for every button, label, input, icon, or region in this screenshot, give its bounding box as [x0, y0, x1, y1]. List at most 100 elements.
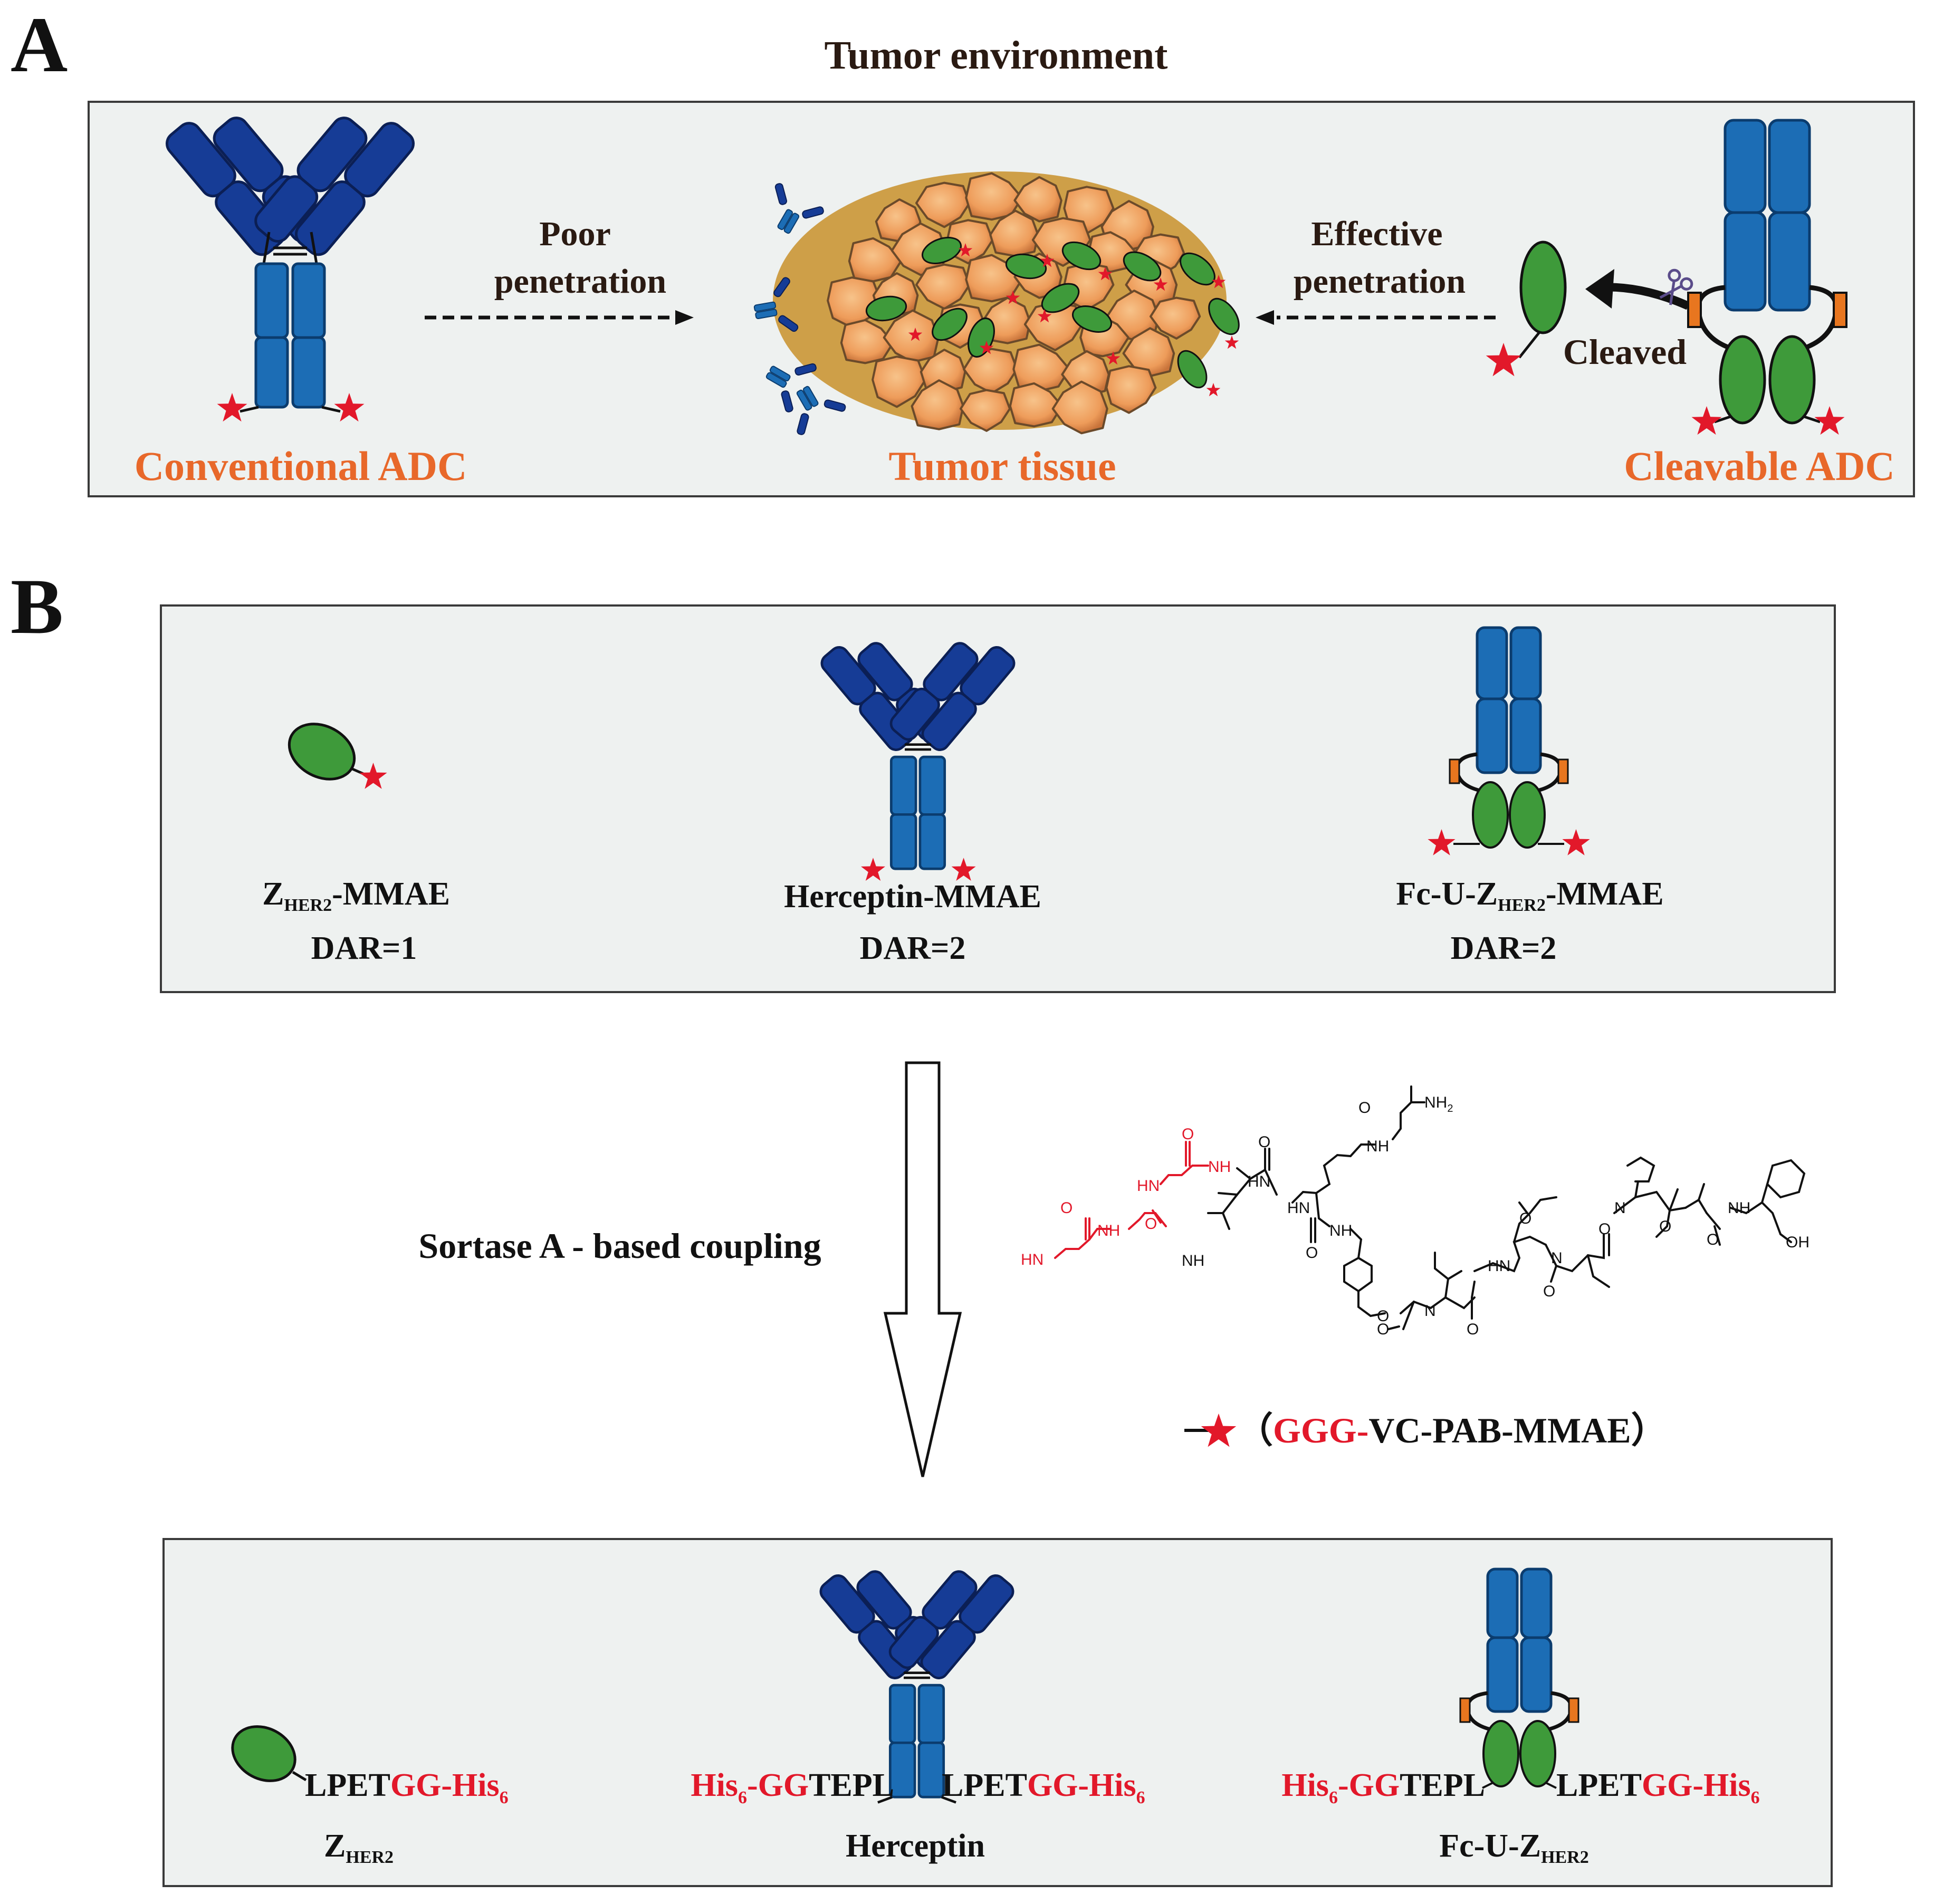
herceptin-mmae-dar: DAR=2	[860, 930, 966, 966]
svg-text:NH: NH	[1208, 1158, 1231, 1176]
tumor-cell	[872, 355, 927, 408]
poor-penetration-line2: penetration	[494, 262, 666, 301]
svg-text:O: O	[1598, 1220, 1611, 1238]
affibody-drug	[922, 237, 962, 264]
effective-penetration-arrow	[1256, 310, 1496, 325]
coupling-arrow	[883, 1061, 962, 1477]
poor-penetration-line1: Poor	[539, 215, 611, 253]
surface-antibodies	[753, 183, 846, 435]
tumor-tissue-label: Tumor tissue	[888, 443, 1116, 489]
svg-text:O: O	[1258, 1133, 1270, 1151]
fc-u-z-left-sequence: His6-GGTEPL	[1281, 1767, 1485, 1807]
herceptin-right-sequence: LPETGG-His6	[942, 1767, 1145, 1807]
panel-a-title: Tumor environment	[824, 33, 1167, 78]
z-her2-label: ZHER2	[324, 1828, 394, 1867]
small-antibody	[774, 183, 824, 234]
svg-text:NH: NH	[1366, 1138, 1389, 1155]
tumor-tissue-icon	[753, 171, 1240, 435]
svg-text:NH: NH	[1182, 1252, 1204, 1270]
coupling-label: Sortase A - based coupling	[418, 1226, 821, 1266]
svg-text:O: O	[1377, 1307, 1389, 1325]
tumor-cell	[915, 181, 971, 228]
svg-text:O: O	[1467, 1321, 1479, 1338]
z-her2-sequence: LPETGG-His6	[305, 1767, 509, 1807]
svg-text:O: O	[1060, 1199, 1073, 1217]
svg-text:O: O	[1707, 1231, 1719, 1248]
z-mmae-label: ZHER2-MMAE	[262, 876, 450, 915]
svg-text:O: O	[1519, 1210, 1531, 1227]
tumor-cell	[848, 237, 902, 283]
tumor-cell	[963, 348, 1018, 395]
svg-text:N: N	[1424, 1302, 1436, 1320]
herceptin-mmae-icon	[820, 642, 1016, 881]
cleaved-label: Cleaved	[1563, 332, 1687, 372]
affibody-drug	[932, 307, 968, 341]
tumor-cell	[1105, 365, 1157, 414]
effective-penetration-line1: Effective	[1311, 215, 1442, 253]
z-her2-icon	[231, 1725, 307, 1782]
cleavable-adc-icon	[1659, 119, 1847, 435]
affibody-drug	[1177, 350, 1208, 389]
nh2-label: NH2	[1424, 1094, 1453, 1114]
conventional-adc-label: Conventional ADC	[135, 443, 467, 489]
tumor-cell	[1009, 382, 1063, 428]
payload-label: （GGG-VC-PAB-MMAE）	[1237, 1410, 1667, 1450]
conventional-adc-icon	[166, 117, 415, 422]
tumor-cell	[960, 389, 1011, 432]
affibody-drug	[1061, 241, 1102, 271]
z-mmae-icon	[288, 723, 387, 789]
svg-text:HN: HN	[1137, 1177, 1160, 1195]
fc-u-z-label: Fc-U-ZHER2	[1439, 1828, 1589, 1867]
svg-text:NH: NH	[1329, 1222, 1352, 1239]
affibody-drug	[1072, 305, 1112, 333]
panel-a: A Tumor environment	[11, 1, 1915, 497]
fc-u-z-mmae-icon	[1428, 626, 1590, 855]
affibody-drug	[1123, 251, 1162, 282]
svg-text:OH: OH	[1786, 1234, 1809, 1251]
panel-a-letter: A	[11, 1, 68, 89]
tumor-cell	[1012, 343, 1071, 392]
svg-text:O: O	[1182, 1126, 1194, 1143]
svg-text:O: O	[1543, 1283, 1555, 1300]
svg-text:O: O	[1306, 1244, 1318, 1262]
herceptin-mmae-label: Herceptin-MMAE	[784, 879, 1041, 915]
herceptin-left-sequence: His6-GGTEPL	[691, 1767, 894, 1807]
payload-legend: （GGG-VC-PAB-MMAE）	[1184, 1410, 1667, 1450]
svg-text:HN: HN	[1248, 1173, 1270, 1190]
svg-text:NH: NH	[1097, 1222, 1120, 1239]
svg-text:NH: NH	[1728, 1199, 1750, 1217]
tumor-cell	[883, 309, 940, 363]
herceptin-icon	[819, 1570, 1014, 1804]
fc-u-z-right-sequence: LPETGG-His6	[1556, 1767, 1760, 1807]
svg-text:N: N	[1551, 1249, 1563, 1267]
affibody-drug	[865, 295, 907, 322]
tumor-cell	[989, 209, 1039, 257]
tumor-cell	[1122, 327, 1175, 378]
ggg-vc-pab-mmae-structure: HN NH O O HN O NH	[1021, 1085, 1809, 1338]
released-affibody-icon	[1486, 241, 1567, 377]
svg-text:O: O	[1659, 1218, 1671, 1235]
tumor-cells	[827, 172, 1201, 435]
panel-b-letter: B	[11, 563, 63, 650]
affibody-drug	[1180, 252, 1215, 286]
z-mmae-dar: DAR=1	[311, 930, 417, 966]
affibody-drug	[1005, 253, 1047, 280]
tumor-cell	[840, 319, 894, 364]
tumor-cell	[1013, 176, 1062, 223]
svg-text:HN: HN	[1488, 1257, 1510, 1275]
tumor-cell	[1150, 296, 1201, 340]
small-antibody	[765, 363, 817, 412]
poor-penetration-arrow	[425, 310, 694, 325]
herceptin-label: Herceptin	[846, 1828, 985, 1864]
scissors-icon	[1659, 268, 1693, 305]
svg-text:HN: HN	[1021, 1251, 1043, 1268]
tumor-cell	[911, 379, 964, 430]
svg-text:HN: HN	[1287, 1199, 1310, 1217]
cleavable-adc-label: Cleavable ADC	[1624, 443, 1894, 489]
fc-u-z-mmae-label: Fc-U-ZHER2-MMAE	[1396, 876, 1663, 915]
svg-text:O: O	[1377, 1321, 1389, 1338]
tumor-cell	[1051, 380, 1108, 435]
fc-u-z-icon	[1459, 1568, 1579, 1789]
